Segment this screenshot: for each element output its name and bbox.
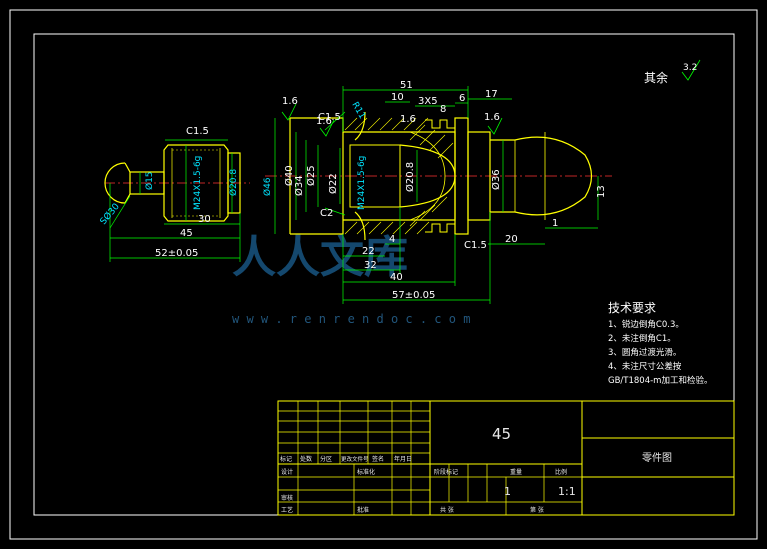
dim-ra-b: 1.6 <box>316 116 332 127</box>
watermark-url: w w w . r e n r e n d o c . c o m <box>232 312 470 326</box>
label-sheets: 共 张 <box>440 506 454 514</box>
left-phi15-label: Ø15 <box>144 171 155 190</box>
dim-51: 51 <box>400 80 413 91</box>
title-block <box>277 400 735 516</box>
dim-13: 13 <box>596 185 607 198</box>
tech-item: 1、锐边倒角C0.3。 <box>608 319 684 330</box>
left-thread-label: M24X1.5-6g <box>193 156 203 210</box>
surface-finish-value: 3.2 <box>683 63 697 73</box>
quantity: 1 <box>504 485 511 498</box>
dim-32: 32 <box>364 260 377 271</box>
left-c15-label: C1.5 <box>186 126 209 137</box>
dim-phi34: Ø34 <box>293 175 305 196</box>
left-30-label: 30 <box>198 214 211 225</box>
label-stage-mark: 阶段标记 <box>434 468 458 476</box>
watermark-title: 人人文库 <box>232 232 408 283</box>
main-flange <box>290 117 344 235</box>
dim-phi25: Ø25 <box>305 165 317 186</box>
dim-phi40: Ø40 <box>283 165 295 186</box>
tech-title: 技术要求 <box>608 301 656 315</box>
dim-ra-a: 1.6 <box>282 96 298 107</box>
label-mark: 标记 <box>280 455 292 463</box>
main-shoulder <box>467 131 491 221</box>
tech-item: 3、圆角过渡光滑。 <box>608 347 681 358</box>
dim-c2: C2 <box>320 208 333 219</box>
dim-ra-d: 1.6 <box>484 112 500 123</box>
dim-ra-c: 1.6 <box>400 114 416 125</box>
main-grooves-bottom <box>425 223 455 233</box>
dim-4: 4 <box>389 234 395 245</box>
scale: 1:1 <box>558 485 576 498</box>
dim-phi36: Ø36 <box>490 169 502 190</box>
hatching <box>344 117 454 235</box>
left-52-label: 52±0.05 <box>155 248 198 259</box>
dim-c15-bottom: C1.5 <box>464 240 487 251</box>
tech-requirements: 技术要求 1、锐边倒角C0.3。 2、未注倒角C1。 3、圆角过渡光滑。 4、未… <box>608 301 712 386</box>
label-date: 年月日 <box>394 455 412 463</box>
left-sphere <box>104 162 126 204</box>
left-45-label: 45 <box>180 228 193 239</box>
tech-item: 4、未注尺寸公差按 <box>608 361 682 372</box>
label-process: 工艺 <box>281 506 293 514</box>
label-standardize: 标准化 <box>357 468 375 476</box>
dim-phi20-8: Ø20.8 <box>404 162 416 192</box>
label-review: 审核 <box>281 494 293 502</box>
dim-20: 20 <box>505 234 518 245</box>
dim-10: 10 <box>391 92 404 103</box>
left-end <box>227 152 241 214</box>
dim-6: 6 <box>459 93 465 104</box>
label-approve: 批准 <box>357 506 369 514</box>
dim-thread-mid: M24X1.5-6g <box>357 156 367 210</box>
left-thread-body <box>163 144 229 222</box>
dim-phi22: Ø22 <box>327 173 339 194</box>
surface-finish-label: 其余 <box>644 70 668 85</box>
dim-3x5: 3X5 <box>418 96 438 107</box>
label-sign: 签名 <box>372 455 384 463</box>
label-change-doc: 更改文件号 <box>341 455 369 463</box>
tech-item: GB/T1804-m加工和检验。 <box>608 375 712 386</box>
material: 45 <box>492 425 511 443</box>
dim-c15-top: C1.5 <box>318 112 341 123</box>
dim-8: 8 <box>440 104 446 115</box>
label-count: 处数 <box>300 455 312 463</box>
left-part <box>104 144 250 222</box>
label-weight: 重量 <box>510 468 522 476</box>
dim-1: 1 <box>552 218 558 229</box>
label-scale: 比例 <box>555 468 567 476</box>
drawing-name: 零件图 <box>642 452 672 464</box>
main-grooves-top <box>425 119 455 129</box>
left-phi20-label: Ø20.8 <box>228 169 239 196</box>
outer-border <box>9 9 758 540</box>
left-dimensions <box>109 139 241 262</box>
dim-57: 57±0.05 <box>392 290 435 301</box>
dim-17: 17 <box>485 89 498 100</box>
label-zone: 分区 <box>320 455 332 463</box>
dim-phi46: Ø46 <box>262 177 273 196</box>
dim-40: 40 <box>390 272 403 283</box>
main-dome <box>490 136 593 216</box>
watermark: 人人文库 w w w . r e n r e n d o c . c o m <box>232 232 470 326</box>
tech-item: 2、未注倒角C1。 <box>608 333 676 344</box>
dim-22: 22 <box>362 246 375 257</box>
label-design: 设计 <box>281 468 293 476</box>
surface-marks <box>281 59 701 137</box>
title-block-text: 45 零件图 1 1:1 标记 处数 分区 更改文件号 签名 年月日 设计 标准… <box>280 425 672 514</box>
label-sheet-no: 第 张 <box>530 506 544 514</box>
main-part <box>265 111 612 241</box>
main-dimensions <box>274 86 599 304</box>
